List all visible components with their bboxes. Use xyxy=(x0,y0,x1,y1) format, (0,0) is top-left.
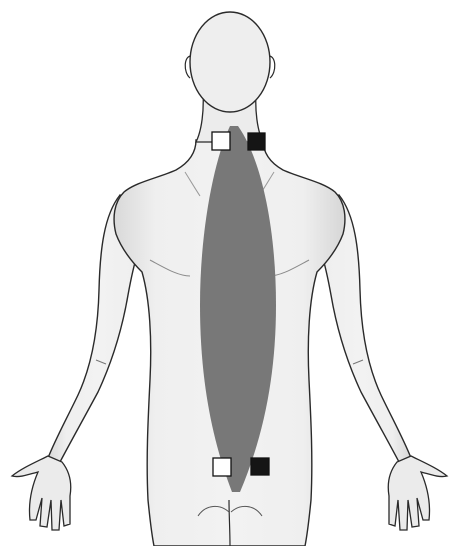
electrode-lower-black xyxy=(251,458,269,475)
electrode-lower-white xyxy=(213,458,231,476)
right-hand xyxy=(388,456,447,530)
electrode-upper-black xyxy=(248,133,265,150)
electrode-upper-white xyxy=(212,132,230,150)
head xyxy=(190,12,270,112)
left-hand xyxy=(12,456,71,530)
